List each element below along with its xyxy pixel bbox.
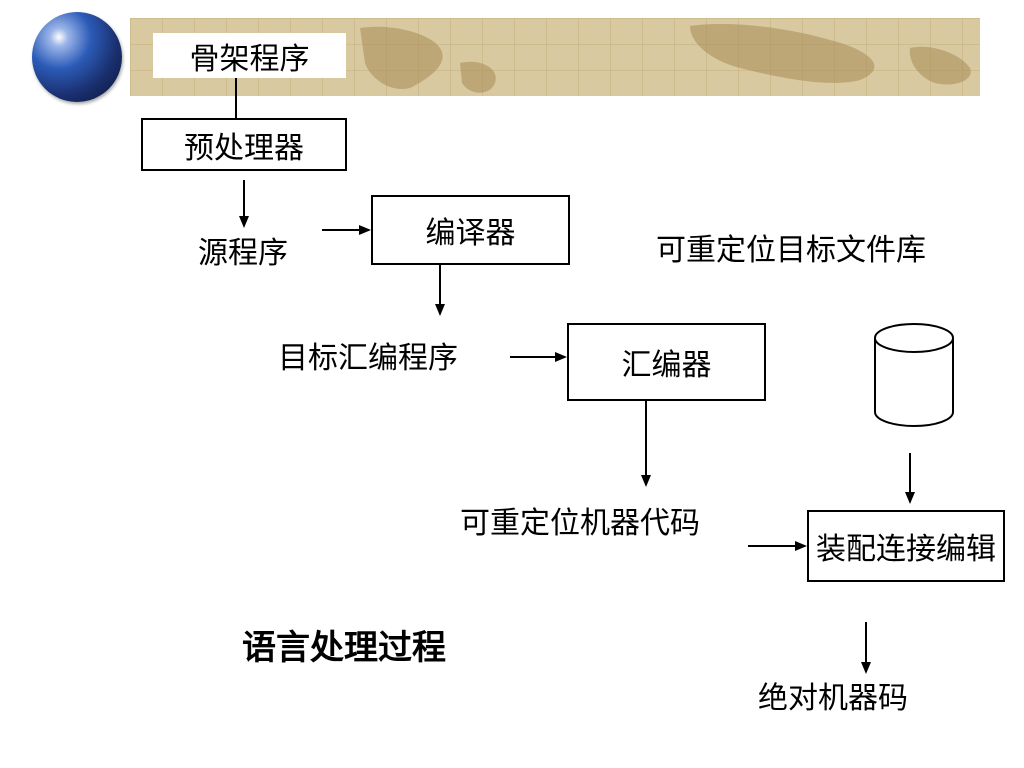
- relocatable-code-label: 可重定位机器代码: [460, 506, 700, 541]
- preprocessor-box: 预处理器: [141, 118, 347, 171]
- header-banner: [130, 18, 980, 96]
- compiler-label: 编译器: [425, 216, 516, 251]
- world-map-background: [130, 18, 980, 96]
- assembler-label: 汇编器: [621, 348, 712, 383]
- linker-loader-box: 装配连接编辑: [807, 510, 1005, 582]
- slide-subtitle: 语言处理过程: [242, 628, 446, 668]
- slide-title: 骨架程序: [153, 33, 346, 78]
- assembler-box: 汇编器: [567, 323, 766, 401]
- object-library-label: 可重定位目标文件库: [656, 233, 926, 268]
- target-assembly-label: 目标汇编程序: [278, 341, 458, 376]
- absolute-code-label: 绝对机器码: [758, 681, 908, 716]
- preprocessor-label: 预处理器: [184, 130, 304, 166]
- compiler-box: 编译器: [371, 195, 570, 265]
- globe-icon: [32, 12, 122, 102]
- linker-loader-label: 装配连接编辑: [816, 532, 996, 567]
- object-library-cylinder-icon: [874, 323, 954, 427]
- source-program-label: 源程序: [198, 236, 288, 271]
